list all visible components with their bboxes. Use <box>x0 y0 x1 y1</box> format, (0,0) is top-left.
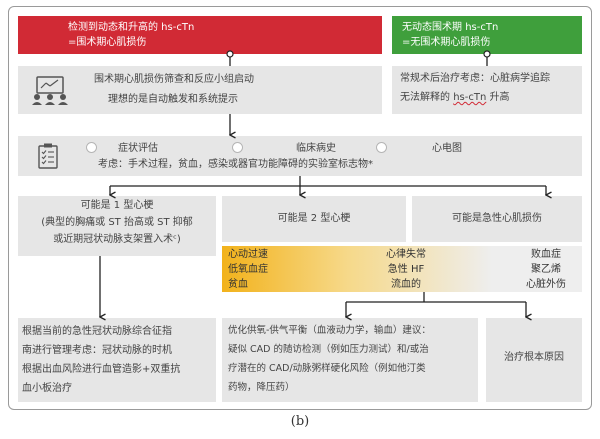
type1-mi-line2: (典型的胸痛或 ST 抬高或 ST 抑郁 <box>41 217 193 228</box>
cause-anemia: 贫血 <box>228 279 248 290</box>
symptom-assessment-label: 症状评估 <box>118 143 158 154</box>
causes-col-3: 败血症 聚乙烯 心脏外伤 <box>518 247 574 292</box>
group-meeting-icon <box>32 76 68 105</box>
cause-polyethylene: 聚乙烯 <box>531 264 561 275</box>
cause-tachycardia: 心动过速 <box>228 249 268 260</box>
cause-bleeding: 流血的 <box>391 279 421 290</box>
clipboard-checklist-icon <box>38 143 58 169</box>
causes-col-1: 心动过速 低氧血症 贫血 <box>228 247 268 292</box>
bullet-dot <box>86 142 97 153</box>
causes-col-2: 心律失常 急性 HF 流血的 <box>374 247 438 292</box>
type2-mi-label: 可能是 2 型心梗 <box>277 213 351 224</box>
bullet-dot <box>376 142 387 153</box>
clinical-history-label: 临床病史 <box>296 143 336 154</box>
acs-line1: 根据当前的急性冠状动脉综合征指 <box>22 326 172 337</box>
hs-ctn-marker: hs-cTn <box>465 22 499 33</box>
routine-postop-box: 常规术后治疗考虑：心脏病学追踪 无法解释的 hs-cTn 升高 <box>392 66 582 114</box>
injury-detected-line1: 检测到动态和升高的 hs-cTn <box>68 22 195 33</box>
optimize-line3: 疗潜在的 CAD/动脉粥样硬化风险（例如他汀类 <box>228 363 426 374</box>
type1-mi-box: 可能是 1 型心梗 (典型的胸痛或 ST 抬高或 ST 抑郁 或近期冠状动脉支架… <box>18 196 216 256</box>
injury-detected-line2: =围术期心肌损伤 <box>68 37 147 48</box>
type1-mi-line1: 可能是 1 型心梗 <box>80 200 154 211</box>
root-cause-label: 治疗根本原因 <box>504 352 564 363</box>
acs-line3: 根据出血风险进行血管造影+双重抗 <box>22 364 181 375</box>
myocardial-injury-detected-box: 检测到动态和升高的 hs-cTn =围术期心肌损伤 <box>18 16 382 54</box>
optimize-balance-box: 优化供氧-供气平衡（血液动力学，输血）建议： 疑似 CAD 的随访检测（例如压力… <box>222 318 478 402</box>
ecg-label: 心电图 <box>432 143 462 154</box>
screening-response-box: 围术期心肌损伤筛查和反应小组启动 理想的是自动触发和系统提示 <box>18 66 382 114</box>
cause-acute-hf: 急性 HF <box>387 264 425 275</box>
no-injury-line2: =无围术期心肌损伤 <box>402 37 491 48</box>
causes-box: 心动过速 低氧血症 贫血 心律失常 急性 HF 流血的 败血症 聚乙烯 心脏外伤 <box>222 246 582 292</box>
acs-line4: 血小板治疗 <box>22 383 72 394</box>
acs-management-box: 根据当前的急性冠状动脉综合征指 南进行管理考虑：冠状动脉的时机 根据出血风险进行… <box>18 318 216 402</box>
routine-line1: 常规术后治疗考虑：心脏病学追踪 <box>400 73 550 84</box>
no-injury-line1: 无动态围术期 hs-cTn <box>402 22 499 33</box>
no-myocardial-injury-box: 无动态围术期 hs-cTn =无围术期心肌损伤 <box>392 16 582 54</box>
screening-line1: 围术期心肌损伤筛查和反应小组启动 <box>94 74 254 85</box>
type1-mi-line3: 或近期冠状动脉支架置入术ᶜ) <box>53 234 181 245</box>
acute-injury-label: 可能是急性心肌损伤 <box>452 213 542 224</box>
treat-root-cause-box: 治疗根本原因 <box>486 318 582 402</box>
bullet-dot <box>232 142 243 153</box>
figure-caption: (b) <box>290 414 310 429</box>
screening-line2: 理想的是自动触发和系统提示 <box>108 94 238 105</box>
clinical-assessment-box: 症状评估 临床病史 心电图 考虑：手术过程，贫血，感染或器官功能障碍的实验室标志… <box>18 136 582 176</box>
acs-line2: 南进行管理考虑：冠状动脉的时机 <box>22 345 172 356</box>
routine-line2: 无法解释的 hs-cTn 升高 <box>400 92 510 103</box>
assessment-consider: 考虑：手术过程，贫血，感染或器官功能障碍的实验室标志物* <box>98 159 373 170</box>
optimize-line2: 疑似 CAD 的随访检测（例如压力测试）和/或治 <box>228 344 429 355</box>
cause-cardiac-trauma: 心脏外伤 <box>526 279 566 290</box>
hs-ctn-marker: hs-cTn <box>453 92 487 103</box>
acute-injury-box: 可能是急性心肌损伤 <box>412 196 582 242</box>
cause-hypoxemia: 低氧血症 <box>228 264 268 275</box>
optimize-line1: 优化供氧-供气平衡（血液动力学，输血）建议： <box>228 325 431 336</box>
cause-arrhythmia: 心律失常 <box>386 249 426 260</box>
type2-mi-box: 可能是 2 型心梗 <box>222 196 406 242</box>
optimize-line4: 药物，降压药） <box>228 382 295 393</box>
cause-sepsis: 败血症 <box>531 249 561 260</box>
